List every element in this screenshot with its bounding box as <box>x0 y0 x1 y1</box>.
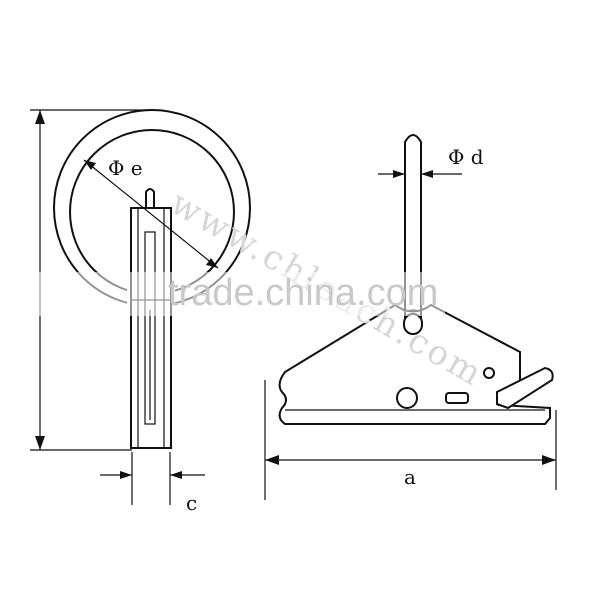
phi-e-dimension: Φ e <box>83 156 219 269</box>
latch <box>496 366 554 410</box>
a-label: a <box>404 465 416 489</box>
slot <box>445 392 469 404</box>
c-label: c <box>186 491 197 515</box>
c-dimension: c <box>100 452 205 515</box>
phi-d-dimension: Φ d <box>378 145 484 178</box>
hole-small <box>483 367 495 379</box>
front-view: Φ d a <box>264 134 557 500</box>
phi-e-label: Φ e <box>108 156 143 180</box>
hole-large <box>396 387 418 409</box>
a-dimension: a <box>264 380 557 500</box>
phi-d-label: Φ d <box>448 145 484 169</box>
watermark-main: trade.china.com <box>168 272 438 314</box>
